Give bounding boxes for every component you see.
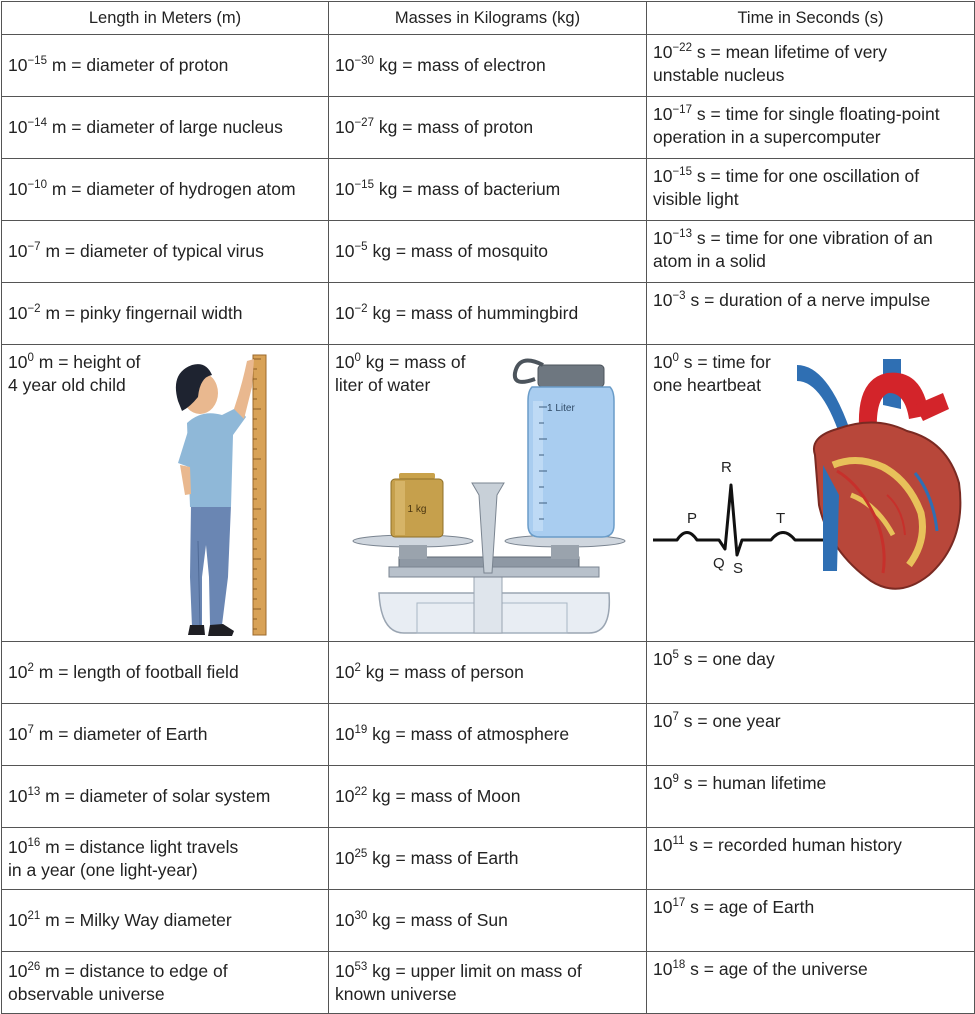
mass-cell: 1022 kg = mass of Moon: [328, 765, 647, 828]
mass-cell: 10−30 kg = mass of electron: [328, 34, 647, 97]
time-cell: 109 s = human lifetime: [646, 765, 975, 828]
time-cell: 10−17 s = time for single floating-point…: [646, 96, 975, 159]
ecg-label-q: Q: [713, 555, 725, 572]
length-cell: 10−14 m = diameter of large nucleus: [1, 96, 329, 159]
length-cell: 10−15 m = diameter of proton: [1, 34, 329, 97]
table-row: 10−14 m = diameter of large nucleus 10−2…: [1, 96, 975, 159]
time-cell: 10−3 s = duration of a nerve impulse: [646, 282, 975, 345]
header-mass: Masses in Kilograms (kg): [328, 1, 647, 35]
mass-cell: 10−2 kg = mass of hummingbird: [328, 282, 647, 345]
heartbeat-illustration: P Q R S T: [653, 359, 962, 590]
time-cell: 107 s = one year: [646, 703, 975, 766]
table-row: 10−7 m = diameter of typical virus 10−5 …: [1, 220, 975, 283]
mass-cell: 1025 kg = mass of Earth: [328, 827, 647, 890]
table-row: 10−2 m = pinky fingernail width 10−2 kg …: [1, 282, 975, 345]
ecg-label-r: R: [721, 459, 732, 476]
header-time: Time in Seconds (s): [646, 1, 975, 35]
child-height-illustration: [175, 354, 267, 636]
ecg-label-t: T: [776, 510, 785, 527]
mass-cell: 102 kg = mass of person: [328, 641, 647, 704]
ecg-label-s: S: [733, 560, 743, 577]
table-row: 1021 m = Milky Way diameter 1030 kg = ma…: [1, 889, 975, 952]
hair-icon: [175, 364, 212, 411]
mass-cell: 1019 kg = mass of atmosphere: [328, 703, 647, 766]
table-row: 107 m = diameter of Earth 1019 kg = mass…: [1, 703, 975, 766]
length-cell: 107 m = diameter of Earth: [1, 703, 329, 766]
mass-cell: 10−5 kg = mass of mosquito: [328, 220, 647, 283]
table-row: 102 m = length of football field 102 kg …: [1, 641, 975, 704]
time-cell: 1011 s = recorded human history: [646, 827, 975, 890]
length-cell: 10−2 m = pinky fingernail width: [1, 282, 329, 345]
mass-cell: 1030 kg = mass of Sun: [328, 889, 647, 952]
ruler-icon: [252, 354, 267, 636]
weight-label: 1 kg: [408, 504, 427, 515]
balance-scale-illustration: 1 kg 1 Liter: [352, 358, 626, 634]
time-cell: 1018 s = age of the universe: [646, 951, 975, 1014]
ecg-label-p: P: [687, 510, 697, 527]
length-cell: 10−7 m = diameter of typical virus: [1, 220, 329, 283]
heart-icon: [797, 359, 962, 590]
length-cell: 1013 m = diameter of solar system: [1, 765, 329, 828]
length-cell: 1021 m = Milky Way diameter: [1, 889, 329, 952]
header-row: Length in Meters (m) Masses in Kilograms…: [1, 1, 975, 35]
length-cell: 102 m = length of football field: [1, 641, 329, 704]
length-cell: 10−10 m = diameter of hydrogen atom: [1, 158, 329, 221]
water-bottle-icon: [527, 386, 615, 538]
ecg-trace-icon: [653, 483, 823, 557]
time-cell: 105 s = one day: [646, 641, 975, 704]
table-row: 10−10 m = diameter of hydrogen atom 10−1…: [1, 158, 975, 221]
mass-cell: 10−15 kg = mass of bacterium: [328, 158, 647, 221]
bottle-label: 1 Liter: [547, 403, 575, 414]
bottle-cap-icon: [537, 364, 605, 388]
raised-arm-icon: [234, 359, 254, 419]
table-row: 10−15 m = diameter of proton 10−30 kg = …: [1, 34, 975, 97]
jeans-icon: [190, 505, 231, 627]
header-length: Length in Meters (m): [1, 1, 329, 35]
shirt-icon: [187, 407, 246, 507]
time-cell: 1017 s = age of Earth: [646, 889, 975, 952]
mass-cell: 10−27 kg = mass of proton: [328, 96, 647, 159]
table-row: 1013 m = diameter of solar system 1022 k…: [1, 765, 975, 828]
